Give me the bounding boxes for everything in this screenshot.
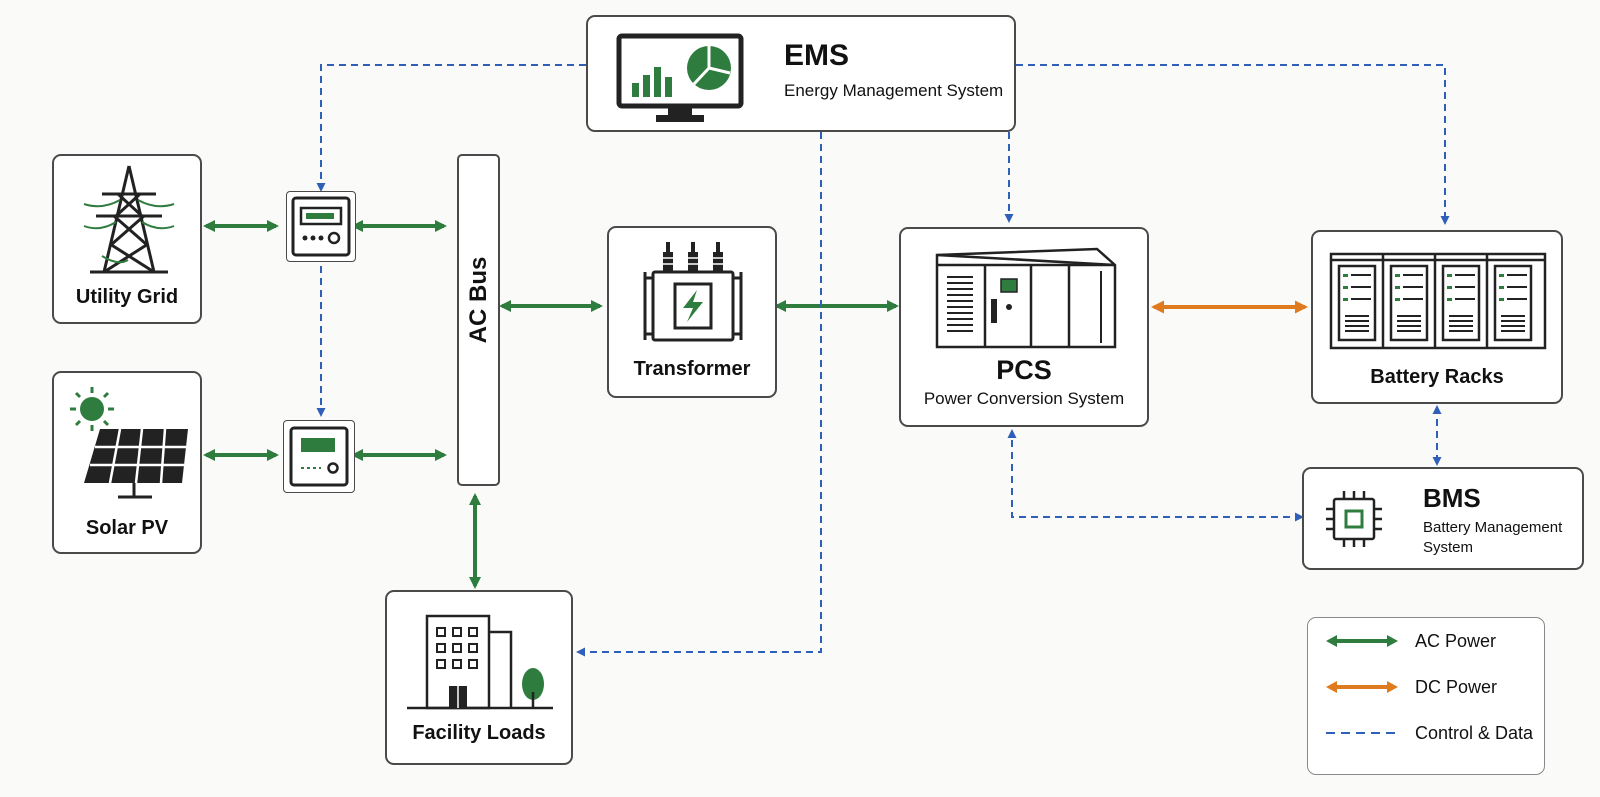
transformer-node: Transformer	[607, 226, 777, 398]
meter-icon	[291, 196, 351, 257]
chip-icon	[1326, 491, 1382, 547]
utility-grid-node: Utility Grid	[52, 154, 202, 324]
ems-title: EMS	[784, 39, 850, 72]
control-bms-to-pcs	[1007, 429, 1304, 522]
inverter-icon	[289, 426, 349, 487]
legend: AC Power DC Power Control & Data	[1307, 617, 1545, 775]
legend-ac-label: AC Power	[1415, 631, 1497, 651]
solar-pv-node: Solar PV	[52, 371, 202, 554]
battery-rack-icon	[1329, 252, 1547, 350]
facility-loads-label: Facility Loads	[412, 722, 546, 744]
legend-control-label: Control & Data	[1415, 723, 1534, 743]
solar-panel-icon	[70, 387, 188, 499]
bms-subtitle-line1: Battery Management	[1423, 519, 1563, 536]
monitor-chart-icon	[616, 33, 744, 122]
ems-subtitle: Energy Management System	[784, 81, 1004, 100]
pcs-title: PCS	[996, 355, 1052, 385]
legend-dc-label: DC Power	[1415, 677, 1498, 697]
pcs-node: PCS Power Conversion System	[899, 227, 1149, 427]
legend-ac-swatch	[1326, 635, 1398, 647]
pcs-cabinet-icon	[935, 247, 1117, 349]
transmission-tower-icon	[83, 165, 175, 274]
ac-bus-label: AC Bus	[464, 256, 492, 344]
legend-dc-swatch	[1326, 681, 1398, 693]
battery-racks-node: Battery Racks	[1311, 230, 1563, 404]
bms-subtitle-line2: System	[1423, 539, 1474, 556]
legend-control-swatch	[1326, 732, 1398, 734]
utility-grid-label: Utility Grid	[75, 286, 179, 308]
transformer-icon	[643, 242, 743, 342]
battery-racks-label: Battery Racks	[1370, 366, 1504, 388]
ems-node: EMS Energy Management System	[586, 15, 1016, 132]
building-icon	[407, 614, 553, 710]
bms-node: BMS Battery Management System	[1302, 467, 1584, 570]
solar-pv-label: Solar PV	[85, 517, 169, 539]
control-ems-to-battery	[1016, 64, 1450, 225]
grid-meter-node	[286, 191, 356, 262]
bms-title: BMS	[1423, 483, 1481, 513]
ac-bus-node: AC Bus	[457, 154, 500, 486]
solar-inverter-node	[283, 420, 355, 493]
facility-loads-node: Facility Loads	[385, 590, 573, 765]
control-ems-to-loads	[576, 132, 822, 657]
pcs-subtitle: Power Conversion System	[923, 389, 1125, 408]
control-ems-to-grid-meter	[316, 64, 586, 192]
transformer-label: Transformer	[633, 358, 751, 380]
